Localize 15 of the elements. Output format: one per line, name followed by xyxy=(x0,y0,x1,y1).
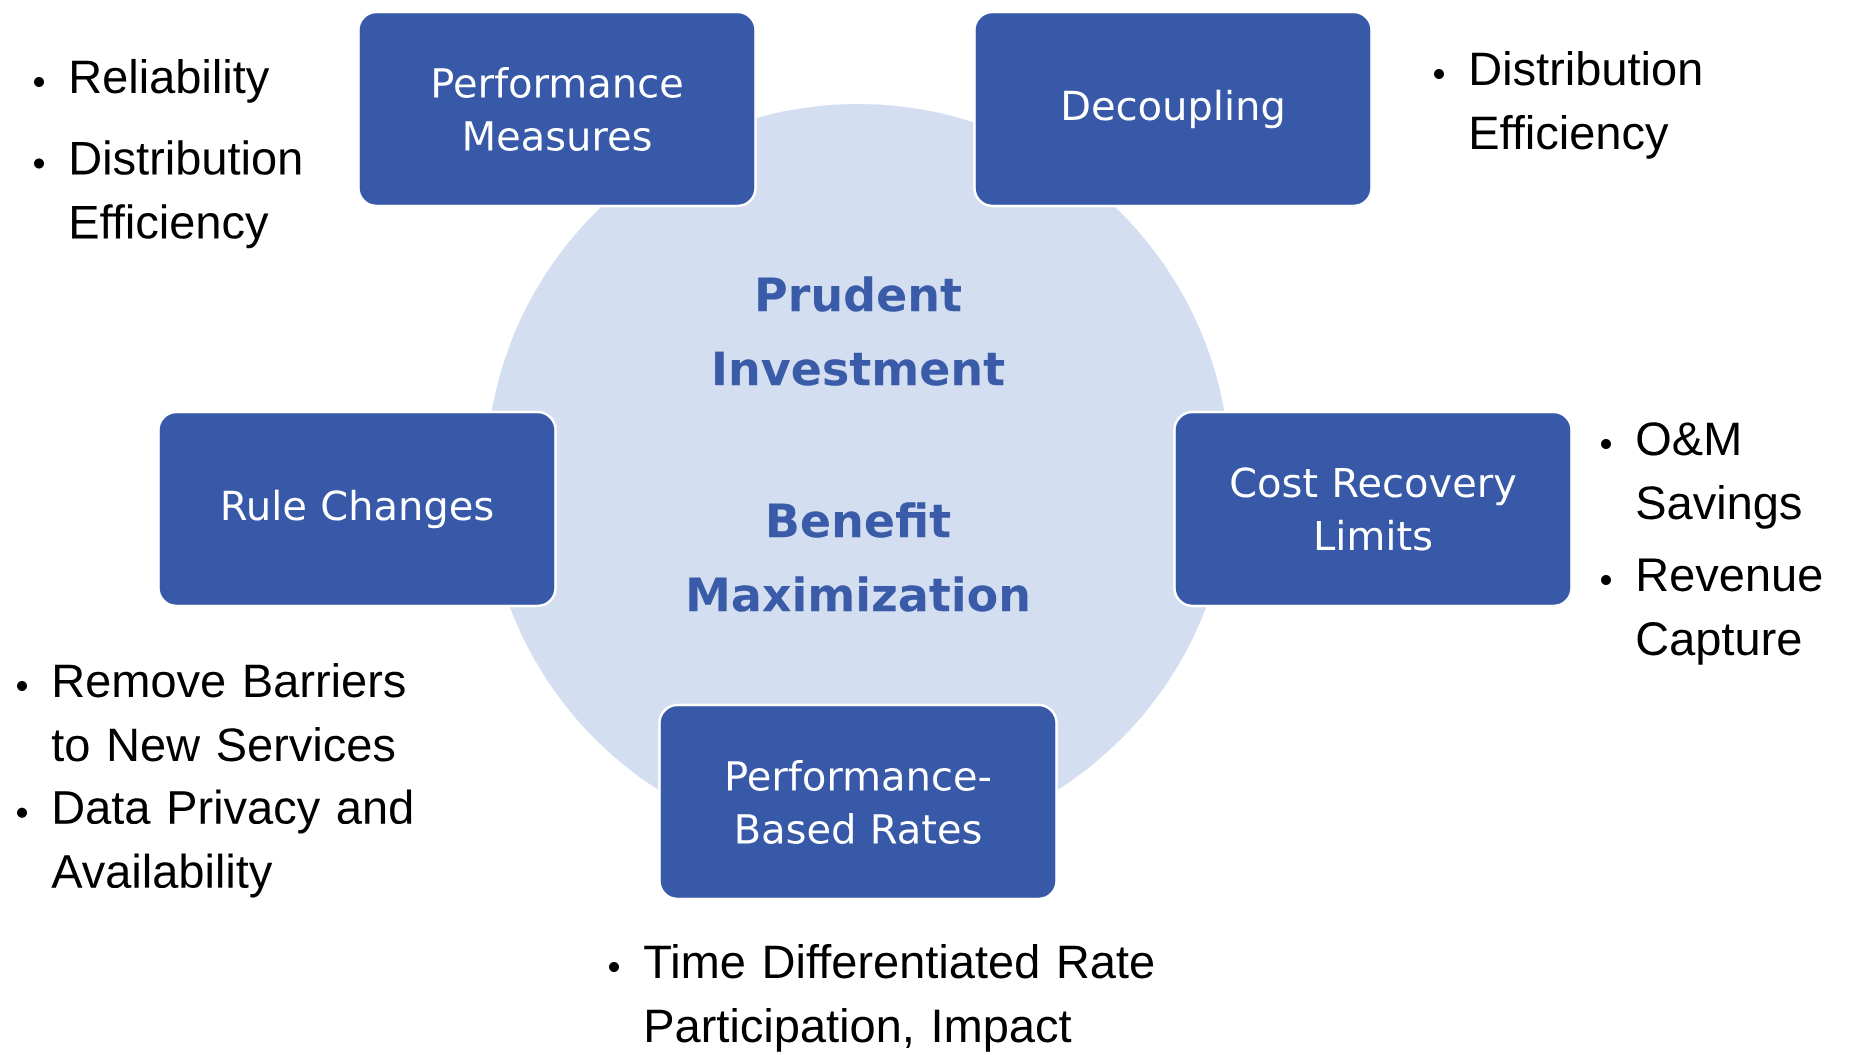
process-box: Rule Changes xyxy=(157,410,557,608)
center-heading: Prudent Investment xyxy=(715,276,1005,386)
process-box: Performance-Based Rates xyxy=(658,703,1058,901)
bullet-item: Distribution Efficiency xyxy=(34,140,301,249)
bullet-item: Distribution Efficiency xyxy=(1434,50,1701,159)
bullet-item: Reliability xyxy=(34,58,270,103)
process-box: Cost Recovery Limits xyxy=(1173,410,1573,608)
bullet-item: Revenue Capture xyxy=(1601,558,1822,665)
process-box: Decoupling xyxy=(973,10,1373,208)
bullet-item: Time Differentiated Rate Participation, Impact xyxy=(609,943,1154,1052)
center-heading: Benefit Maximization xyxy=(689,502,1028,612)
bullet-item: Data Privacy and Availability xyxy=(17,789,412,898)
bullet-item: Remove Barriers to New Services xyxy=(17,662,405,762)
bullet-item: O&M Savings xyxy=(1601,422,1801,529)
process-box: Performance Measures xyxy=(357,10,757,208)
